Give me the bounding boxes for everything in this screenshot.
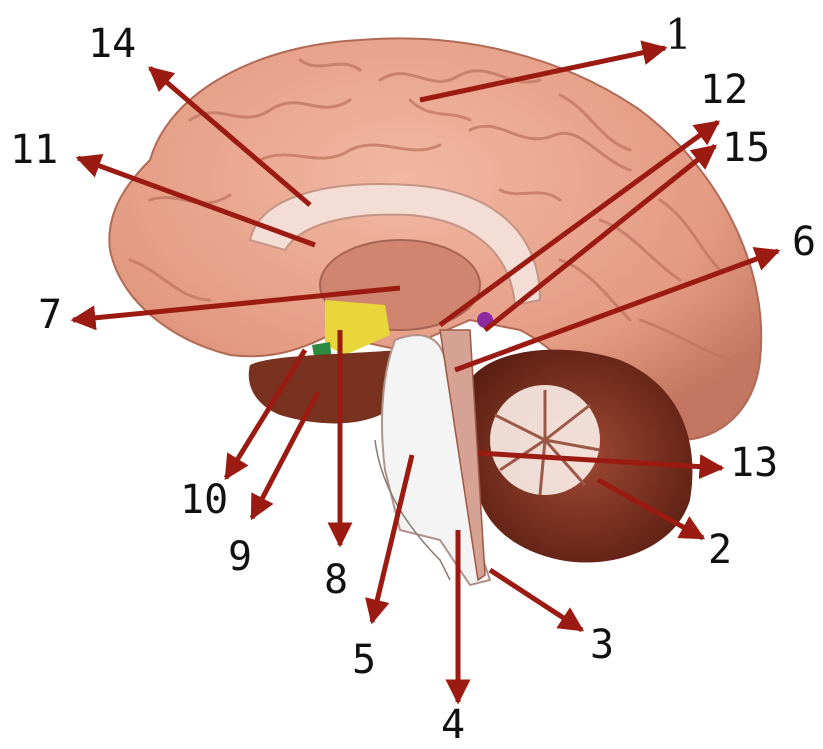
label-5: 5	[352, 640, 376, 680]
label-6: 6	[792, 222, 816, 262]
label-4: 4	[441, 705, 465, 745]
temporal-lobe	[249, 350, 400, 423]
label-8: 8	[324, 560, 348, 600]
arrow-3	[490, 570, 582, 630]
label-11: 11	[10, 130, 58, 170]
label-12: 12	[700, 70, 748, 110]
label-1: 1	[665, 14, 692, 56]
label-15: 15	[722, 128, 770, 168]
label-3: 3	[590, 625, 614, 665]
label-10: 10	[180, 480, 228, 520]
label-7: 7	[38, 295, 62, 335]
label-2: 2	[708, 530, 732, 570]
label-9: 9	[228, 537, 252, 577]
label-13: 13	[730, 443, 778, 483]
label-14: 14	[88, 24, 136, 64]
